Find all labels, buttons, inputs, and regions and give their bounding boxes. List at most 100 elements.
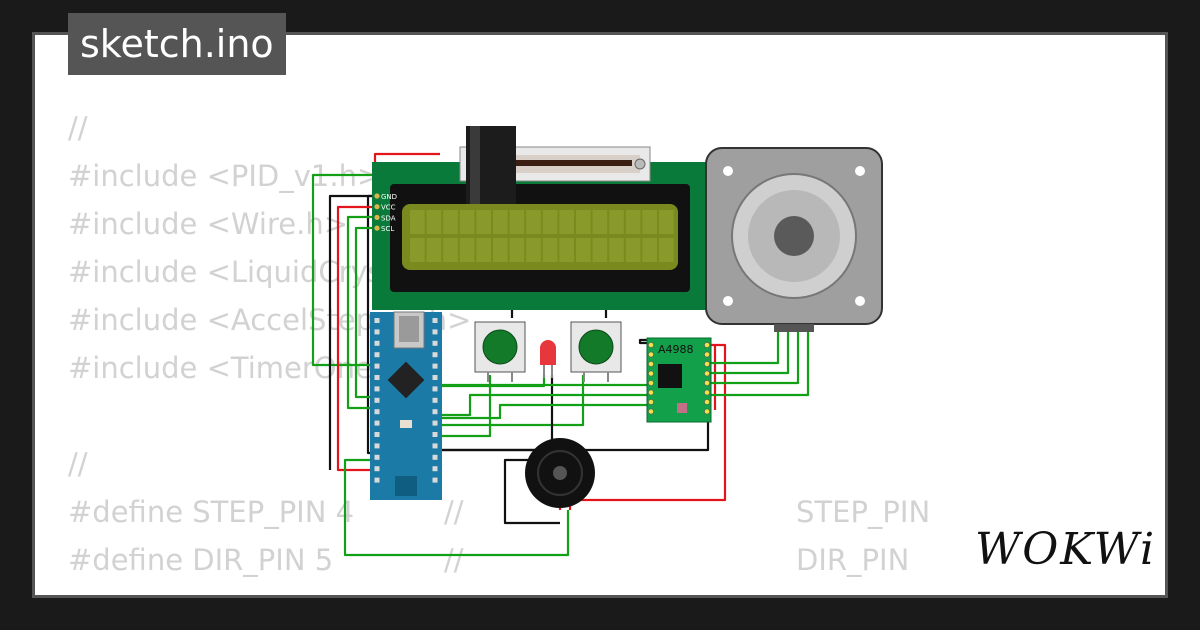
- pot-screw: [634, 158, 646, 170]
- lcd-cell: [509, 210, 525, 234]
- lcd-pin-label: GND: [381, 193, 397, 201]
- stepper-motor[interactable]: [705, 147, 883, 332]
- lcd-pin-label: VCC: [381, 204, 396, 212]
- file-title-tab[interactable]: sketch.ino: [68, 13, 286, 75]
- push-button-2[interactable]: [570, 321, 622, 382]
- motor-hole-bl: [723, 296, 733, 306]
- wire-coil-2b: [708, 330, 810, 397]
- reset-button[interactable]: [400, 420, 412, 428]
- lcd-cell: [493, 238, 508, 262]
- nano-pin: [432, 477, 438, 483]
- driver-pin: [704, 370, 710, 377]
- wire-lcd-sda: [346, 215, 380, 410]
- driver-pin: [704, 399, 710, 405]
- lcd-cell: [542, 238, 558, 262]
- lcd-cell: [576, 238, 591, 262]
- lcd-pin: [374, 204, 380, 210]
- slide-potentiometer[interactable]: [459, 126, 651, 204]
- code-comment-text: DIR_PIN: [796, 543, 910, 577]
- lcd-cell: [476, 210, 491, 234]
- nano-pin: [432, 454, 438, 460]
- driver-pin: [704, 380, 710, 386]
- lcd-cell: [625, 210, 641, 234]
- nano-pin: [432, 466, 438, 472]
- driver-pin: [648, 408, 654, 415]
- arduino-nano[interactable]: [370, 311, 442, 500]
- wire-button2: [440, 375, 585, 427]
- driver-trimpot[interactable]: [677, 403, 687, 413]
- nano-pin: [374, 329, 380, 335]
- a4988-driver[interactable]: A4988: [646, 337, 712, 423]
- nano-pin: [432, 443, 438, 449]
- lcd-cell: [459, 238, 475, 262]
- code-line: #include <TimerOne.h>: [68, 344, 534, 392]
- lcd-cell: [659, 238, 674, 262]
- buzzer-hole: [553, 466, 567, 480]
- nano-pin: [374, 454, 380, 460]
- nano-pin: [374, 352, 380, 358]
- wire-coil-1b: [708, 330, 790, 375]
- buzzer[interactable]: [525, 438, 595, 508]
- lcd-cell: [459, 210, 475, 234]
- red-led[interactable]: [540, 340, 556, 378]
- pot-track: [478, 160, 632, 166]
- wire-gnd-bus: [328, 194, 377, 470]
- code-line: #define HEATER_PIN 6//: [68, 584, 534, 596]
- lcd-cell: [659, 210, 674, 234]
- code-text: #include <Wire.h>: [68, 207, 349, 241]
- lcd-pin-label: SDA: [381, 214, 396, 222]
- button2-cap[interactable]: [578, 329, 614, 365]
- lcd-cell: [426, 238, 442, 262]
- lcd-cell: [493, 210, 508, 234]
- code-text: //: [68, 447, 88, 481]
- nano-pin: [432, 329, 438, 335]
- nano-pin: [374, 318, 380, 323]
- driver-pin: [704, 351, 710, 358]
- nano-pin: [432, 375, 438, 380]
- nano-pin: [374, 477, 380, 483]
- pot-knob-highlight: [470, 126, 480, 204]
- driver-pin: [704, 408, 710, 415]
- code-comment: //: [444, 495, 464, 529]
- wire-vcc-bus: [336, 205, 378, 472]
- wire-buzzer-signal: [343, 458, 570, 557]
- button1-cap[interactable]: [482, 329, 518, 365]
- lcd-cell: [476, 238, 491, 262]
- lcd-cell: [410, 238, 425, 262]
- wokwi-logo[interactable]: WOKWi: [975, 524, 1157, 575]
- nano-pin: [374, 466, 380, 472]
- buzzer-ring: [537, 450, 583, 496]
- icsp-header: [395, 476, 417, 496]
- editor-card: //#include <PID_v1.h>#include <Wire.h>#i…: [34, 34, 1166, 596]
- code-text: #define DIR_PIN 5: [68, 543, 334, 577]
- nano-pin: [374, 443, 380, 449]
- lcd-cell: [559, 210, 574, 234]
- driver-pin: [648, 351, 654, 358]
- driver-pin: [704, 342, 710, 348]
- motor-hole-tr: [855, 166, 865, 176]
- driver-pin: [648, 361, 654, 367]
- lcd-cell: [526, 238, 541, 262]
- motor-connector: [774, 324, 814, 332]
- lcd-pin: [374, 193, 380, 199]
- lcd-cell: [642, 238, 657, 262]
- usb-port-inner: [399, 316, 419, 342]
- lcd-cell: [410, 210, 425, 234]
- nano-pin: [374, 375, 380, 380]
- lcd-cell: [443, 238, 458, 262]
- lcd-cell: [642, 210, 657, 234]
- code-text: #include <TimerOne.h>: [68, 351, 425, 385]
- motor-hole-br: [855, 296, 865, 306]
- wire-driver-en: [440, 403, 650, 420]
- nano-pin: [374, 386, 380, 392]
- wire-buzzer-gnd: [503, 458, 560, 525]
- wire-coil-2a: [708, 330, 800, 385]
- driver-pin: [704, 389, 710, 396]
- lcd-cell: [625, 238, 641, 262]
- led-lens: [540, 340, 556, 365]
- lcd-cell: [609, 210, 624, 234]
- nano-pin: [374, 409, 380, 415]
- push-button-1[interactable]: [474, 321, 526, 382]
